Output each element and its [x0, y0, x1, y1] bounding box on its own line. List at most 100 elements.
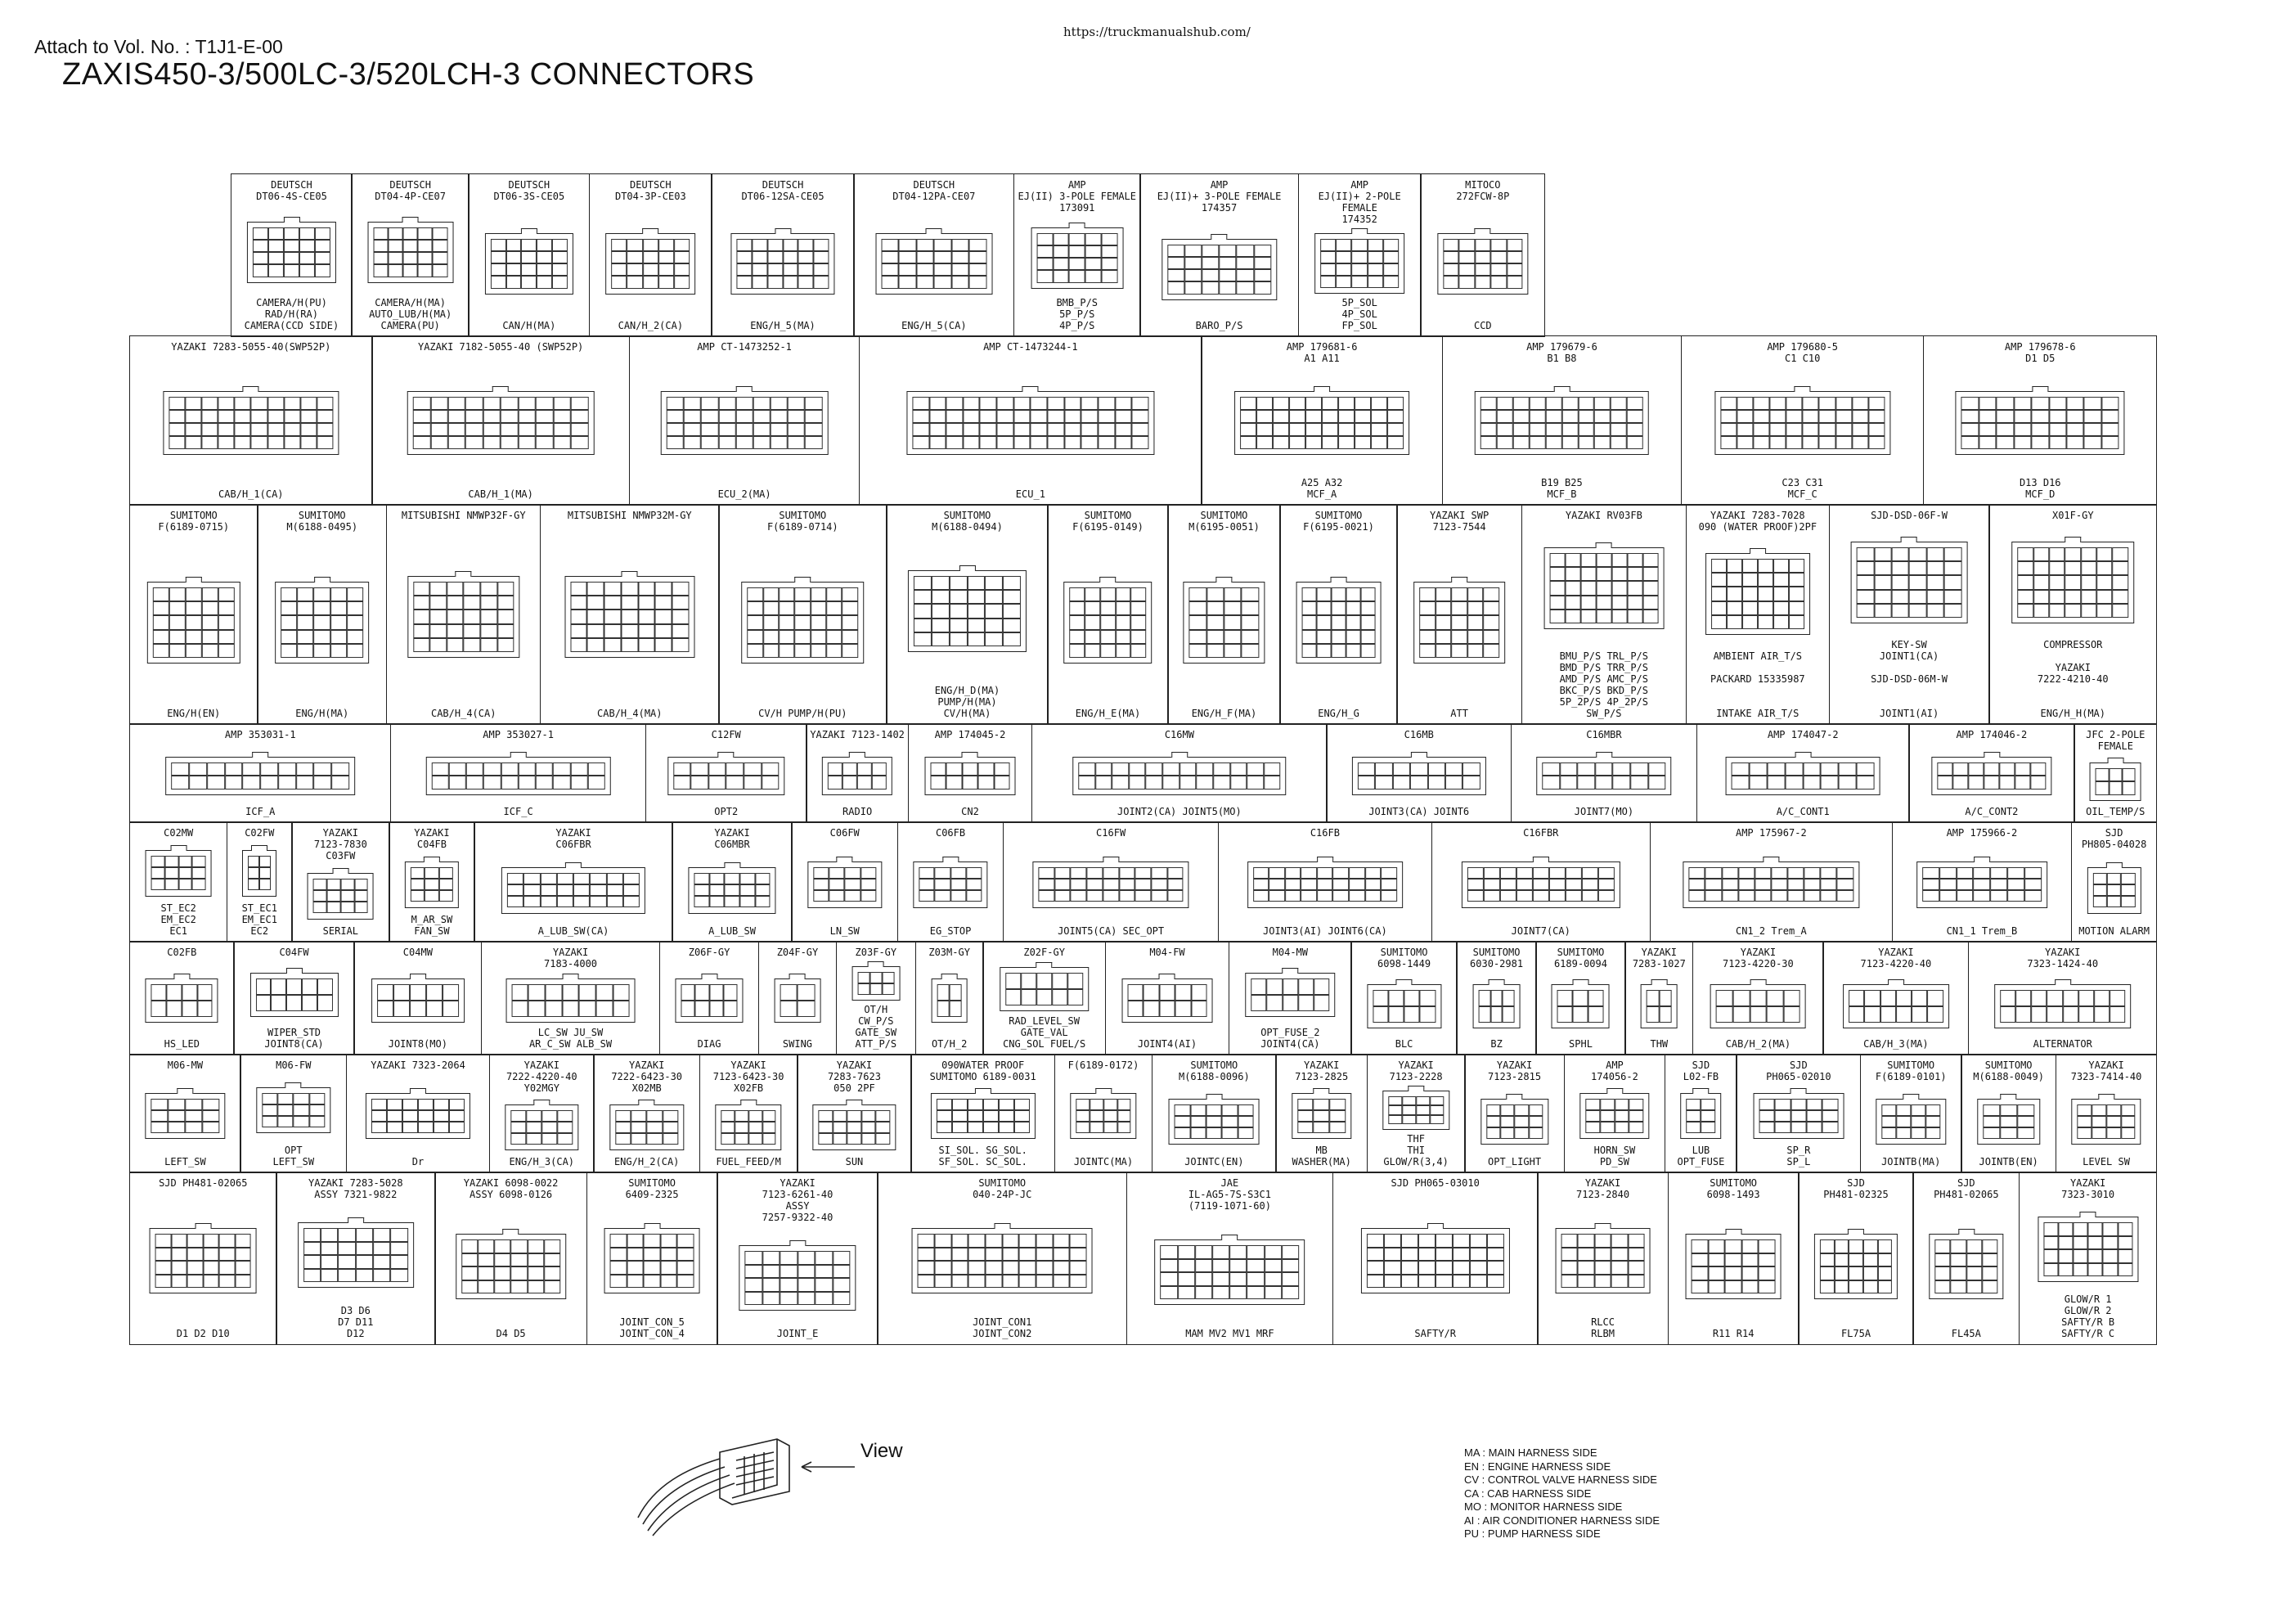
pin-cavities	[1819, 1239, 1893, 1293]
pin-cavity	[1098, 397, 1116, 410]
pin-cavity	[1581, 866, 1598, 879]
pin-cavity	[1549, 553, 1566, 568]
pin-cavity	[573, 896, 591, 908]
pin-cavity	[1190, 1127, 1206, 1139]
pin-cavity	[1874, 561, 1892, 576]
pin-cavity	[1943, 589, 1962, 604]
pin-cavities	[937, 984, 962, 1017]
pin-cavity	[412, 410, 431, 423]
pin-cavity	[573, 872, 591, 884]
pin-cavity	[1856, 575, 1875, 590]
pin-cavity	[683, 436, 702, 449]
pin-cavity	[1418, 1261, 1436, 1275]
pin-cavity	[280, 615, 298, 630]
pin-cavity	[1090, 1110, 1103, 1122]
pin-cavity	[1229, 1245, 1247, 1259]
pin-cavity	[869, 972, 883, 983]
pin-cavity	[1691, 1280, 1709, 1293]
pin-cavity	[1296, 1110, 1314, 1122]
pin-cavity	[1490, 990, 1503, 1006]
pin-cavity	[1594, 436, 1611, 449]
pin-cavity	[658, 238, 675, 251]
pin-cavity	[1629, 1110, 1644, 1122]
pin-cavity	[309, 1104, 326, 1116]
pin-cavity	[1581, 878, 1598, 891]
pin-cavity	[627, 276, 643, 289]
pin-cavity	[2102, 1235, 2118, 1249]
connector-part-number: AMP 353031-1	[224, 729, 296, 740]
pin-cavity	[1500, 1127, 1515, 1139]
pin-cavity	[234, 423, 251, 436]
connector-part-number: YAZAKI 7123-1402	[810, 729, 905, 740]
pin-cavity	[501, 423, 519, 436]
pin-cavity	[1241, 615, 1260, 630]
pin-cavity	[490, 238, 506, 251]
connector-part-number: YAZAKI C06MBR	[714, 827, 750, 850]
connector-part-number: YAZAKI RV03FB	[1565, 510, 1642, 521]
connector-part-number: YAZAKI 7183-4000	[544, 947, 598, 969]
pin-cavity	[168, 397, 186, 410]
pin-cavity	[794, 587, 811, 602]
pin-cavity	[1469, 1261, 1487, 1275]
pin-cavity	[998, 1122, 1014, 1133]
pin-cavity	[1480, 436, 1498, 449]
pin-cavity	[201, 410, 218, 423]
pin-cavity	[373, 252, 389, 265]
connector-part-number: SJD PH805-04028	[2081, 827, 2147, 850]
pin-cavity	[1357, 762, 1376, 776]
pin-cavity	[1289, 436, 1306, 449]
pin-cavity	[968, 1247, 986, 1261]
pin-cavity	[1451, 615, 1467, 630]
pin-cavity	[465, 436, 483, 449]
pin-cavity	[1610, 410, 1627, 423]
pin-cavity	[1788, 559, 1804, 574]
pin-cavity	[1419, 1006, 1436, 1023]
pin-cavity	[2031, 410, 2049, 423]
pin-cavity	[557, 1122, 573, 1133]
pin-cavity	[1791, 1110, 1807, 1122]
latch-tab-icon	[1351, 228, 1368, 234]
pin-cavity	[1628, 1247, 1645, 1261]
pin-cavity	[1956, 878, 1974, 891]
connector-usage-label: SAFTY/R	[1414, 1327, 1456, 1339]
pin-cavity	[813, 890, 829, 902]
pin-cavity	[1786, 436, 1803, 449]
pin-cavity	[1212, 1258, 1230, 1272]
pin-cavity	[1925, 1116, 1940, 1127]
source-url[interactable]: https://truckmanualshub.com/	[1063, 25, 1251, 39]
latch-tab-icon	[2098, 1094, 2115, 1100]
pin-cavity	[586, 623, 604, 638]
pin-cavity	[604, 596, 622, 610]
pin-cavity	[151, 1122, 168, 1133]
pin-cavity	[1400, 1234, 1418, 1248]
pin-cavities	[1937, 762, 2047, 790]
pin-cavity	[253, 252, 269, 265]
pin-cavity	[168, 643, 186, 658]
connector-face-icon	[924, 751, 1016, 795]
pin-cavity	[326, 889, 341, 902]
pin-cavity	[611, 276, 627, 289]
pin-cavity	[1053, 245, 1069, 258]
pin-cavity	[2112, 561, 2129, 576]
connector-usage-label: SP_R SP_L	[1786, 1144, 1811, 1167]
pin-cavity	[1943, 603, 1962, 618]
pin-cavity	[798, 238, 814, 251]
pin-cavity	[402, 1122, 419, 1133]
pin-cavity	[536, 397, 554, 410]
connector-face-icon	[908, 565, 1027, 652]
pin-cavity	[1849, 1280, 1863, 1293]
connector-usage-label: JOINTB(MA)	[1881, 1155, 1941, 1167]
pin-cavity	[1320, 239, 1337, 251]
connector-cell: SUMITOMO F(6195-0149)ENG/H_E(MA)	[1047, 504, 1169, 725]
pin-cavity	[1819, 1266, 1835, 1280]
pin-cavity	[951, 1234, 968, 1248]
pin-cavities	[681, 984, 738, 1017]
pin-cavity	[218, 1247, 236, 1261]
pin-cavity	[284, 264, 299, 277]
pin-cavity	[1891, 603, 1910, 618]
pin-cavity	[553, 423, 571, 436]
pin-cavity	[1741, 1280, 1759, 1293]
pin-cavity	[2048, 410, 2067, 423]
pin-cavity	[338, 1228, 356, 1242]
